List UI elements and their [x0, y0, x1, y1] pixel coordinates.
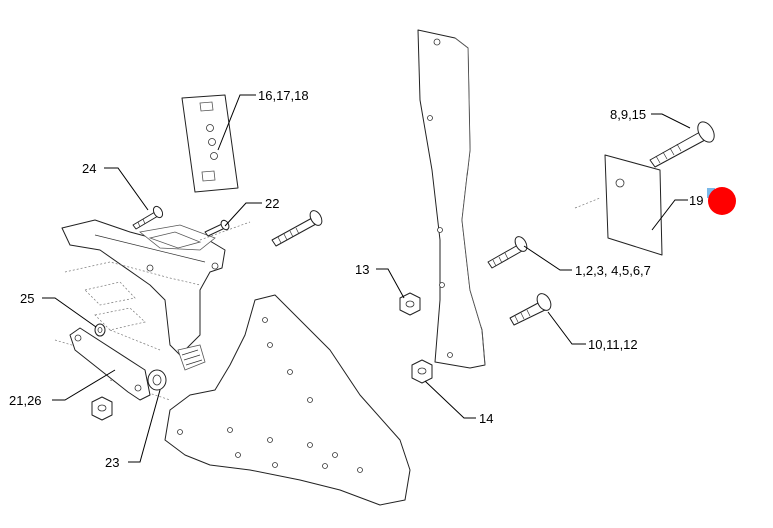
callout-13: 13 — [355, 262, 369, 277]
leader-lines — [42, 94, 691, 463]
nut-13 — [399, 292, 421, 316]
callout-19: 19 — [689, 193, 703, 208]
shank-bar — [417, 29, 486, 369]
mounting-plate — [164, 294, 411, 506]
callout-22: 22 — [265, 196, 279, 211]
washer-23 — [147, 369, 167, 391]
callout-1-7: 1,2,3, 4,5,6,7 — [575, 263, 651, 278]
cover-plate — [604, 154, 663, 256]
plate-ghost-line — [574, 197, 601, 209]
bolt-22 — [204, 219, 230, 237]
nut-14 — [411, 359, 433, 384]
main-bracket — [61, 219, 226, 371]
highlight-marker-dot[interactable] — [708, 187, 736, 215]
callout-14: 14 — [479, 411, 493, 426]
link-strap — [69, 327, 151, 401]
callout-21-26: 21,26 — [9, 393, 42, 408]
callout-16-17-18: 16,17,18 — [258, 88, 309, 103]
callout-10-11-12: 10,11,12 — [588, 337, 638, 352]
callout-25: 25 — [20, 291, 34, 306]
callout-23: 23 — [105, 455, 119, 470]
callout-24: 24 — [82, 161, 96, 176]
bolt-24 — [132, 205, 164, 230]
washer-25 — [94, 323, 106, 337]
callout-8-9-15: 8,9,15 — [610, 107, 646, 122]
bolt-1-7 — [487, 236, 528, 269]
shim-plate — [181, 94, 239, 193]
bolt-8-9-15 — [649, 121, 715, 168]
bolt-long-left — [271, 210, 323, 247]
bolt-10-12 — [509, 293, 552, 326]
nut-left — [91, 396, 113, 421]
